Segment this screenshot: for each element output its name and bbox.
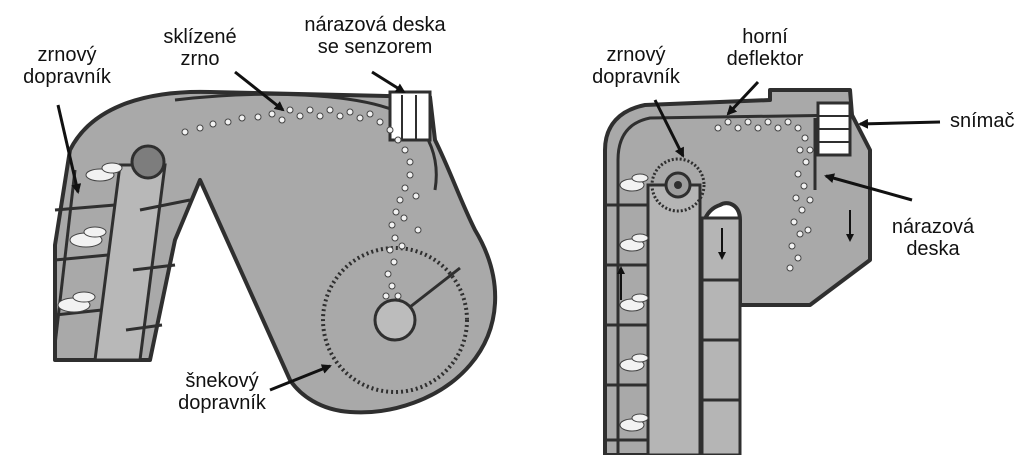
left-label-harvested-grain-line1: sklízené bbox=[140, 26, 260, 48]
right-label-upper-deflector-line2: deflektor bbox=[715, 48, 815, 70]
left-label-grain-conveyor-line2: dopravník bbox=[8, 66, 126, 88]
left-label-auger-line1: šnekový bbox=[162, 370, 282, 392]
right-label-sensor: snímač bbox=[950, 110, 1014, 132]
left-arrow-impact-plate bbox=[372, 72, 404, 92]
right-arrow-sensor bbox=[860, 122, 940, 124]
right-label-impact-plate: nárazová deska bbox=[878, 216, 988, 260]
left-label-harvested-grain-line2: zrno bbox=[140, 48, 260, 70]
right-label-impact-plate-line1: nárazová bbox=[878, 216, 988, 238]
left-label-grain-conveyor-line1: zrnový bbox=[8, 44, 126, 66]
left-label-grain-conveyor: zrnový dopravník bbox=[8, 44, 126, 88]
left-label-impact-plate-line1: nárazová deska bbox=[270, 14, 480, 36]
left-label-auger: šnekový dopravník bbox=[162, 370, 282, 414]
left-label-harvested-grain: sklízené zrno bbox=[140, 26, 260, 70]
left-label-impact-plate-line2: se senzorem bbox=[270, 36, 480, 58]
right-elevator-head bbox=[605, 90, 870, 455]
right-label-grain-conveyor-line2: dopravník bbox=[576, 66, 696, 88]
right-label-upper-deflector: horní deflektor bbox=[715, 26, 815, 70]
left-elevator-head bbox=[55, 92, 495, 413]
right-label-grain-conveyor: zrnový dopravník bbox=[576, 44, 696, 88]
right-label-upper-deflector-line1: horní bbox=[715, 26, 815, 48]
left-label-auger-line2: dopravník bbox=[162, 392, 282, 414]
right-label-grain-conveyor-line1: zrnový bbox=[576, 44, 696, 66]
left-label-impact-plate-sensor: nárazová deska se senzorem bbox=[270, 14, 480, 58]
right-label-impact-plate-line2: deska bbox=[878, 238, 988, 260]
